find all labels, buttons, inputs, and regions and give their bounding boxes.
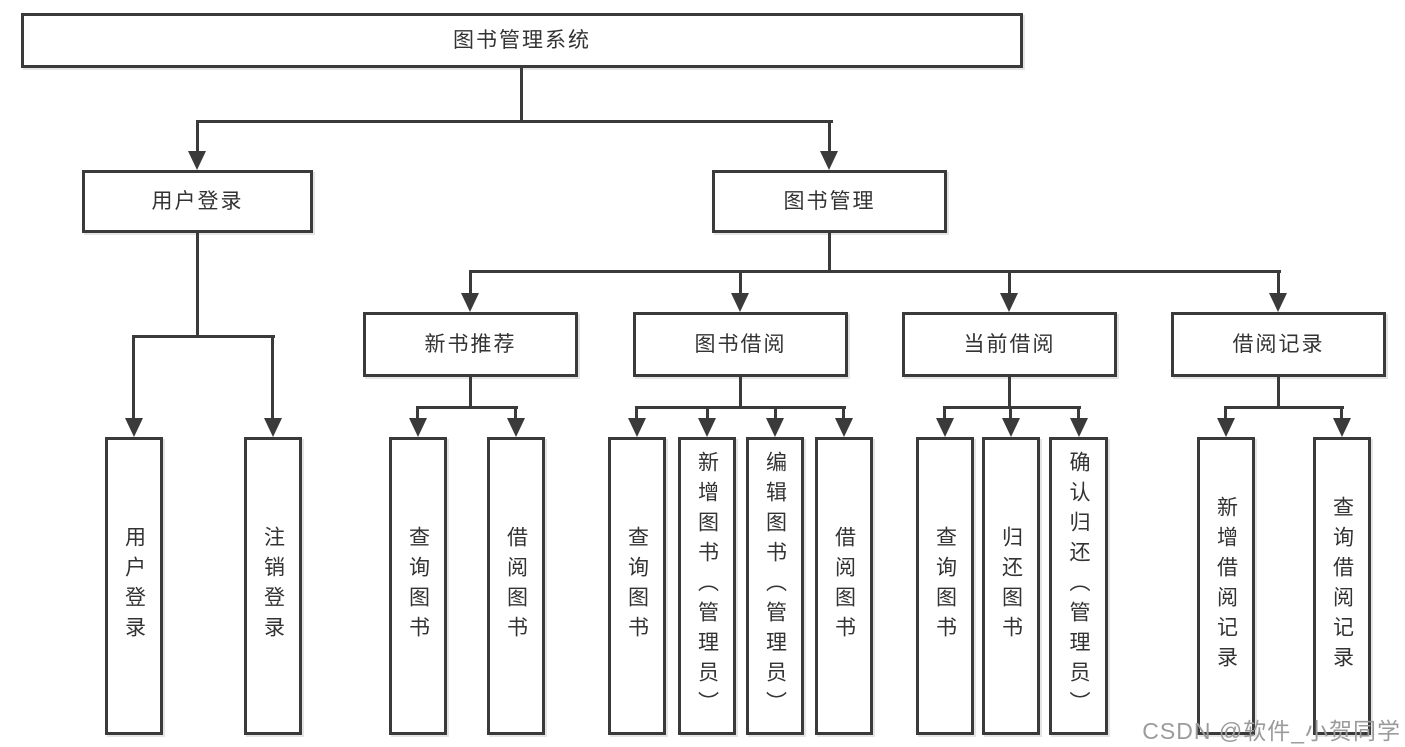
arrow-down-icon xyxy=(125,418,143,437)
connector-line xyxy=(1340,406,1343,420)
connector-line xyxy=(1009,406,1012,420)
arrow-down-icon xyxy=(264,418,282,437)
node-user-login: 用户登录 xyxy=(82,170,313,233)
connector-line xyxy=(1008,377,1011,406)
arrow-down-icon xyxy=(628,418,646,437)
node-borrowing-records: 借阅记录 xyxy=(1171,312,1386,377)
node-label: 当前借阅 xyxy=(963,333,1056,356)
node-label: 图书管理系统 xyxy=(453,29,591,52)
leaf-label: 编辑图书（管理员） xyxy=(763,451,787,721)
arrow-down-icon xyxy=(698,418,716,437)
connector-line xyxy=(706,406,709,420)
leaf-label: 新增借阅记录 xyxy=(1214,496,1238,676)
leaf-query-books-current: 查询图书 xyxy=(916,437,974,735)
arrow-down-icon xyxy=(1000,293,1018,312)
connector-line xyxy=(943,406,946,420)
arrow-down-icon xyxy=(188,151,206,170)
connector-line xyxy=(774,406,777,420)
node-new-book-recommendation: 新书推荐 xyxy=(363,312,578,377)
connector-line xyxy=(828,120,831,153)
node-book-management: 图书管理 xyxy=(712,170,947,233)
node-book-borrowing: 图书借阅 xyxy=(633,312,848,377)
connector-line xyxy=(196,120,199,153)
connector-line xyxy=(133,335,275,338)
node-current-borrowing: 当前借阅 xyxy=(902,312,1117,377)
arrow-down-icon xyxy=(1002,418,1020,437)
arrow-down-icon xyxy=(820,151,838,170)
leaf-add-books-admin: 新增图书（管理员） xyxy=(678,437,736,735)
leaf-label: 归还图书 xyxy=(999,526,1023,646)
leaf-label: 用户登录 xyxy=(122,526,146,646)
leaf-return-books: 归还图书 xyxy=(982,437,1040,735)
arrow-down-icon xyxy=(1070,418,1088,437)
leaf-edit-books-admin: 编辑图书（管理员） xyxy=(746,437,804,735)
leaf-label: 查询图书 xyxy=(625,526,649,646)
connector-line xyxy=(132,335,135,420)
watermark: CSDN @软件_小贺同学 xyxy=(1142,718,1401,744)
connector-line xyxy=(842,406,845,420)
arrow-down-icon xyxy=(1333,418,1351,437)
arrow-down-icon xyxy=(835,418,853,437)
leaf-logout: 注销登录 xyxy=(244,437,302,735)
connector-line xyxy=(1277,377,1280,406)
connector-line xyxy=(416,406,419,420)
leaf-confirm-return-admin: 确认归还（管理员） xyxy=(1049,437,1108,735)
arrow-down-icon xyxy=(1217,418,1235,437)
arrow-down-icon xyxy=(936,418,954,437)
connector-line xyxy=(196,233,199,335)
connector-line xyxy=(1008,270,1011,295)
leaf-label: 借阅图书 xyxy=(832,526,856,646)
connector-line xyxy=(739,377,742,406)
connector-line xyxy=(636,406,846,409)
connector-line xyxy=(1224,406,1227,420)
leaf-label: 查询图书 xyxy=(933,526,957,646)
connector-line xyxy=(1277,270,1280,295)
leaf-add-borrow-record: 新增借阅记录 xyxy=(1197,437,1255,735)
leaf-label: 借阅图书 xyxy=(504,526,528,646)
connector-line xyxy=(944,406,1081,409)
node-label: 图书借阅 xyxy=(694,333,787,356)
leaf-label: 注销登录 xyxy=(261,526,285,646)
leaf-borrow-books-borrowing: 借阅图书 xyxy=(815,437,873,735)
leaf-query-books-borrowing: 查询图书 xyxy=(608,437,666,735)
arrow-down-icon xyxy=(409,418,427,437)
connector-line xyxy=(520,68,523,122)
connector-line xyxy=(635,406,638,420)
connector-line xyxy=(514,406,517,420)
connector-line xyxy=(196,120,833,123)
leaf-query-borrow-record: 查询借阅记录 xyxy=(1313,437,1371,735)
leaf-label: 查询图书 xyxy=(406,526,430,646)
leaf-label: 查询借阅记录 xyxy=(1330,496,1354,676)
connector-line xyxy=(469,270,1281,273)
connector-line xyxy=(739,270,742,295)
connector-line xyxy=(828,233,831,270)
arrow-down-icon xyxy=(731,293,749,312)
arrow-down-icon xyxy=(1269,293,1287,312)
arrow-down-icon xyxy=(461,293,479,312)
arrow-down-icon xyxy=(766,418,784,437)
leaf-label: 新增图书（管理员） xyxy=(695,451,719,721)
arrow-down-icon xyxy=(507,418,525,437)
connector-line xyxy=(271,335,274,420)
node-label: 用户登录 xyxy=(151,190,244,213)
leaf-borrow-books-newbook: 借阅图书 xyxy=(487,437,545,735)
connector-line xyxy=(417,406,518,409)
connector-line xyxy=(469,377,472,406)
node-label: 图书管理 xyxy=(783,190,876,213)
connector-line xyxy=(1077,406,1080,420)
node-library-management-system: 图书管理系统 xyxy=(21,13,1023,68)
connector-line xyxy=(1224,406,1344,409)
node-label: 借阅记录 xyxy=(1232,333,1325,356)
node-label: 新书推荐 xyxy=(424,333,517,356)
leaf-user-login: 用户登录 xyxy=(105,437,163,735)
connector-line xyxy=(469,270,472,295)
leaf-query-books-newbook: 查询图书 xyxy=(389,437,447,735)
leaf-label: 确认归还（管理员） xyxy=(1067,451,1090,721)
